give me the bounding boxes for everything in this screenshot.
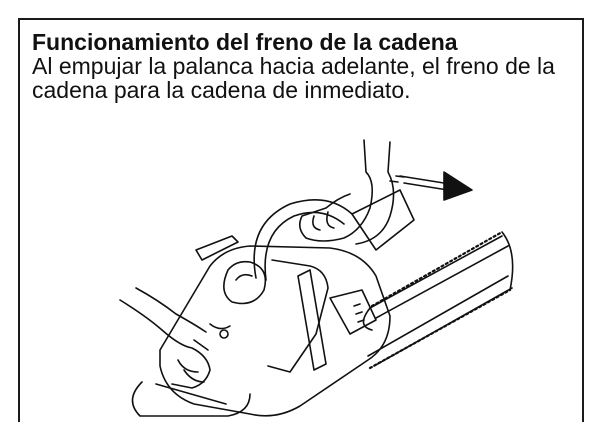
chainsaw-illustration — [100, 120, 520, 424]
rear-handle — [131, 381, 251, 417]
chainsaw-body — [159, 235, 391, 417]
chain-brake-lever — [253, 189, 415, 371]
right-hand — [298, 139, 395, 245]
caption: Funcionamiento del freno de la cadena Al… — [32, 30, 572, 102]
guide-bar-chain — [362, 230, 514, 370]
caption-title: Funcionamiento del freno de la cadena — [32, 29, 458, 55]
caption-body: Al empujar la palanca hacia adelante, el… — [32, 53, 555, 103]
left-hand — [119, 287, 211, 389]
instruction-panel: Funcionamiento del freno de la cadena Al… — [18, 18, 584, 422]
